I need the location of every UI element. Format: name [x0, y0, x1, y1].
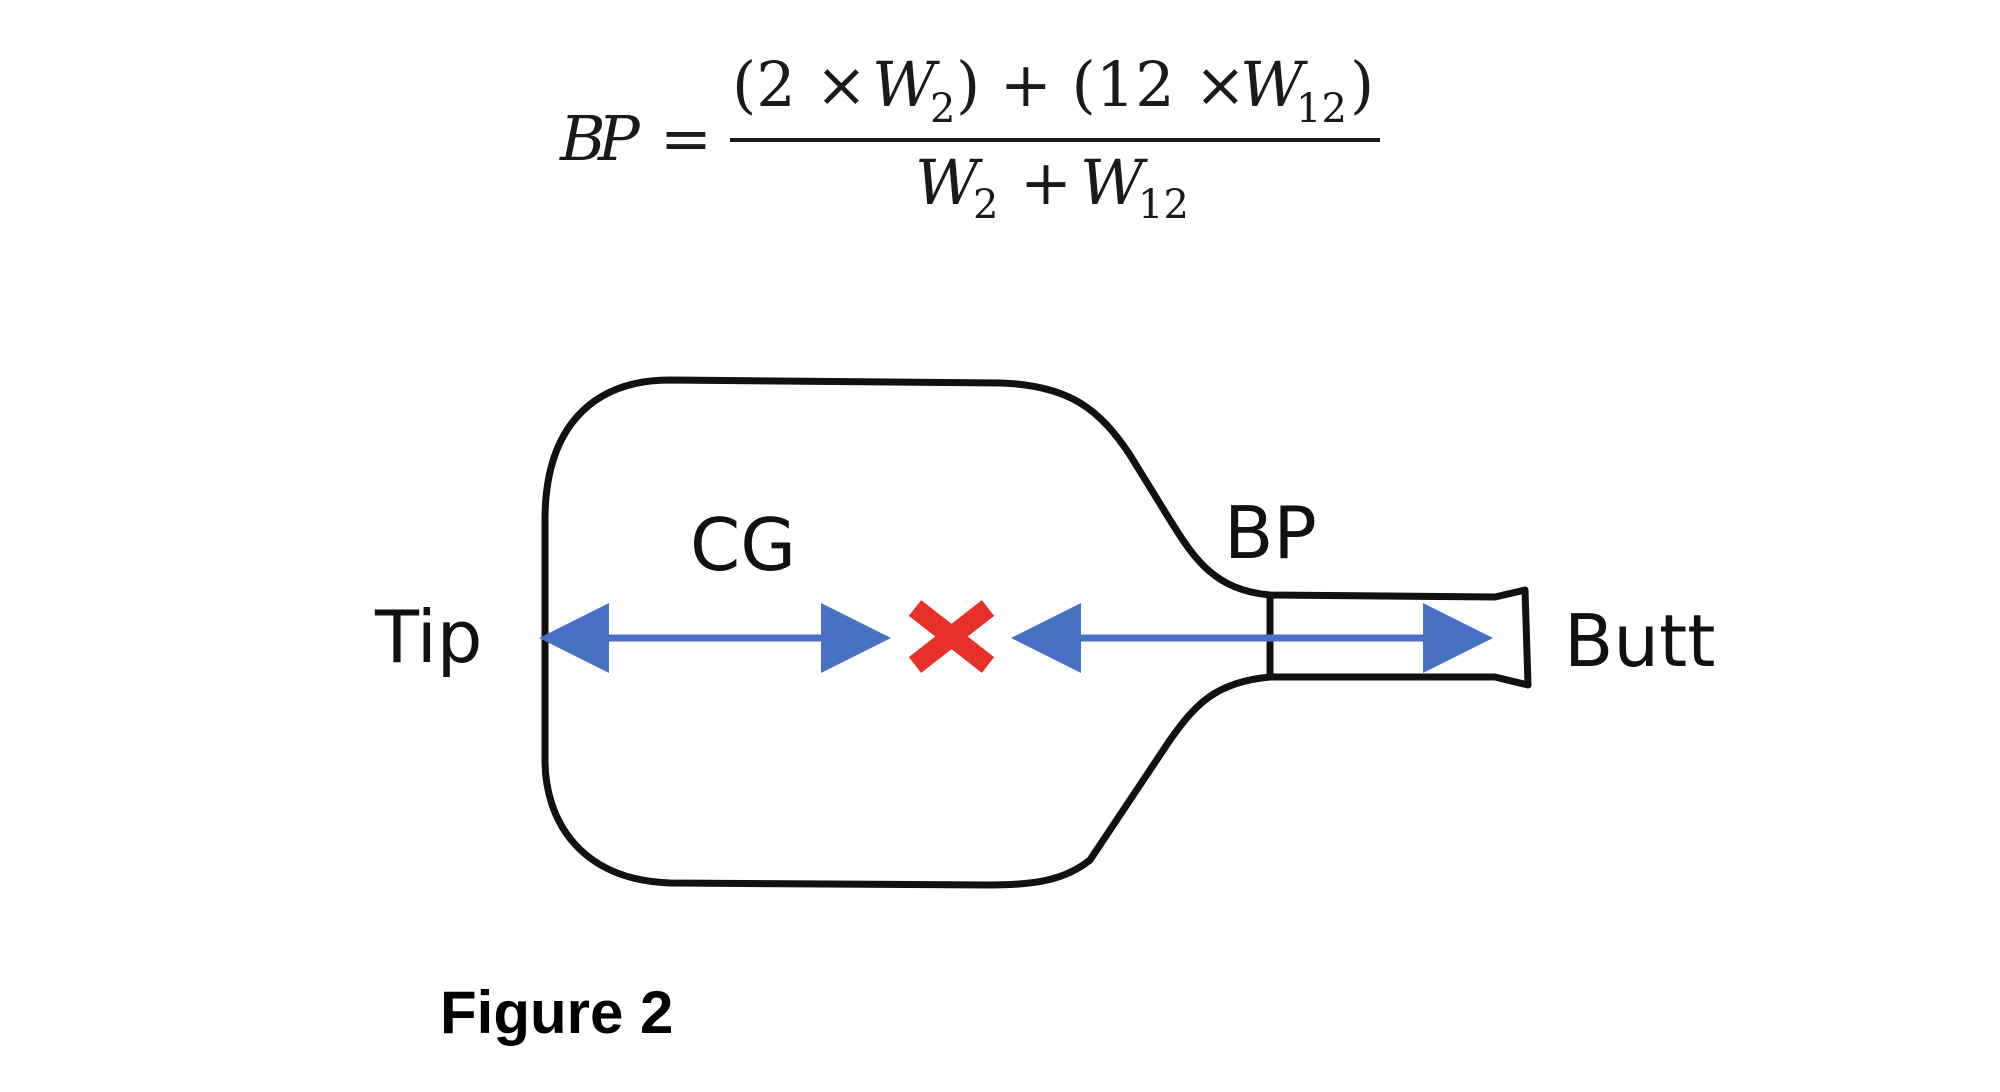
denominator-plus: + [1020, 146, 1072, 219]
butt-label: Butt [1564, 599, 1716, 683]
numerator-w12: W [1240, 48, 1308, 121]
denominator-w2: W [915, 146, 983, 219]
numerator-middle: ) + (12 × [956, 48, 1246, 121]
tip-label: Tip [374, 595, 482, 679]
numerator-sub-2: 2 [930, 86, 955, 132]
cg-cross-icon [908, 600, 995, 673]
denominator-w12: W [1080, 146, 1148, 219]
balance-point-formula: B P = (2 × W 2 ) + (12 × W 12 ) W 2 + W … [559, 48, 1380, 228]
numerator-open: (2 × [732, 48, 867, 121]
denominator-sub-12: 12 [1138, 182, 1189, 228]
figure-caption: Figure 2 [440, 979, 673, 1046]
cg-label: CG [690, 503, 796, 587]
formula-equals: = [660, 102, 712, 175]
formula-lhs-b: B [559, 102, 606, 175]
paddle-outline [541, 376, 1532, 889]
formula-lhs-p: P [597, 102, 641, 175]
numerator-close: ) [1350, 48, 1374, 121]
numerator-w2: W [872, 48, 940, 121]
numerator-sub-12: 12 [1296, 86, 1347, 132]
denominator-sub-2: 2 [973, 182, 998, 228]
bp-label: BP [1224, 491, 1317, 575]
